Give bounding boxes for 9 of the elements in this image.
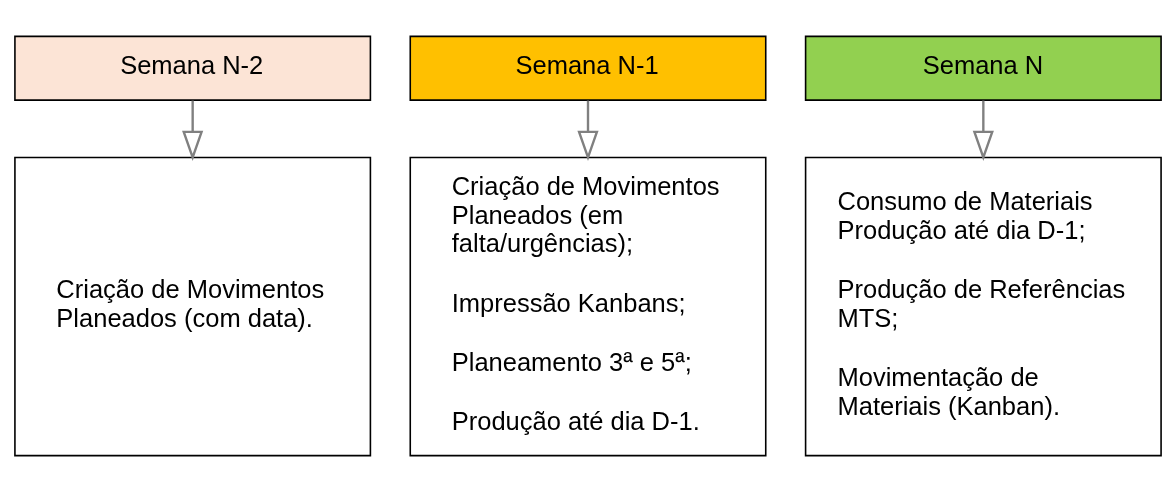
arrow [182, 100, 204, 161]
arrow [972, 100, 994, 161]
node-box: Semana N [804, 35, 1162, 101]
node-box: Semana N-2 [14, 35, 372, 101]
node-box: Criação de Movimentos Planeados (com data). [14, 156, 372, 456]
arrow [577, 100, 599, 161]
node-box: Criação de Movimentos Planeados (em falta/urgências); Impressão Kanbans; Planeamento 3ª e 5ª; Produção até dia D-1. [409, 156, 767, 456]
node-box: Consumo de Materiais Produção até dia D-1; Produção de Referências MTS; Movimentação de Materiais (Kanban). [804, 156, 1162, 456]
node-box: Semana N-1 [409, 35, 767, 101]
